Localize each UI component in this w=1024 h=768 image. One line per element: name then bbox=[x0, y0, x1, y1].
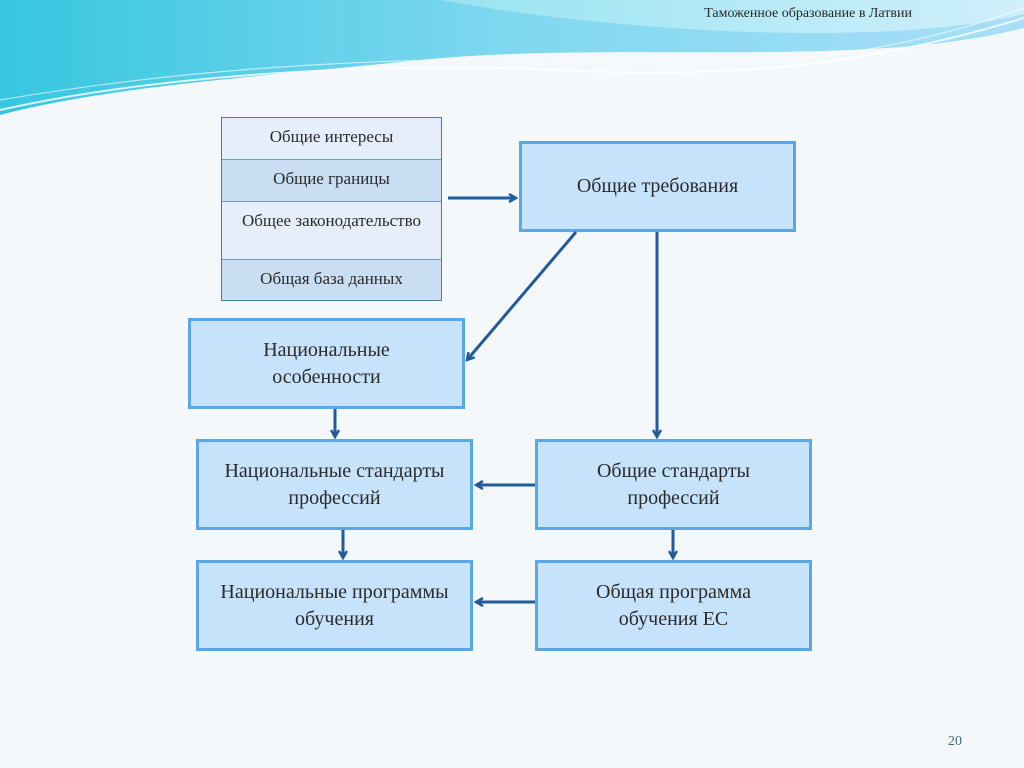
arrow-requirements-to-features bbox=[467, 231, 578, 360]
box-common-standards: Общие стандарты профессий bbox=[535, 439, 812, 530]
page-number: 20 bbox=[948, 734, 962, 749]
box-national-features: Национальные особенности bbox=[188, 318, 465, 409]
box-national-standards: Национальные стандарты профессий bbox=[196, 439, 473, 530]
list-item: Общее законодательство bbox=[222, 202, 441, 260]
box-common-requirements: Общие требования bbox=[519, 141, 796, 232]
box-national-programs: Национальные программы обучения bbox=[196, 560, 473, 651]
list-item: Общая база данных bbox=[222, 260, 441, 300]
list-item: Общие интересы bbox=[222, 118, 441, 160]
slide-header-title: Таможенное образование в Латвии bbox=[704, 6, 912, 21]
common-factors-list: Общие интересы Общие границы Общее закон… bbox=[221, 117, 442, 301]
box-common-program: Общая программа обучения ЕС bbox=[535, 560, 812, 651]
list-item: Общие границы bbox=[222, 160, 441, 202]
